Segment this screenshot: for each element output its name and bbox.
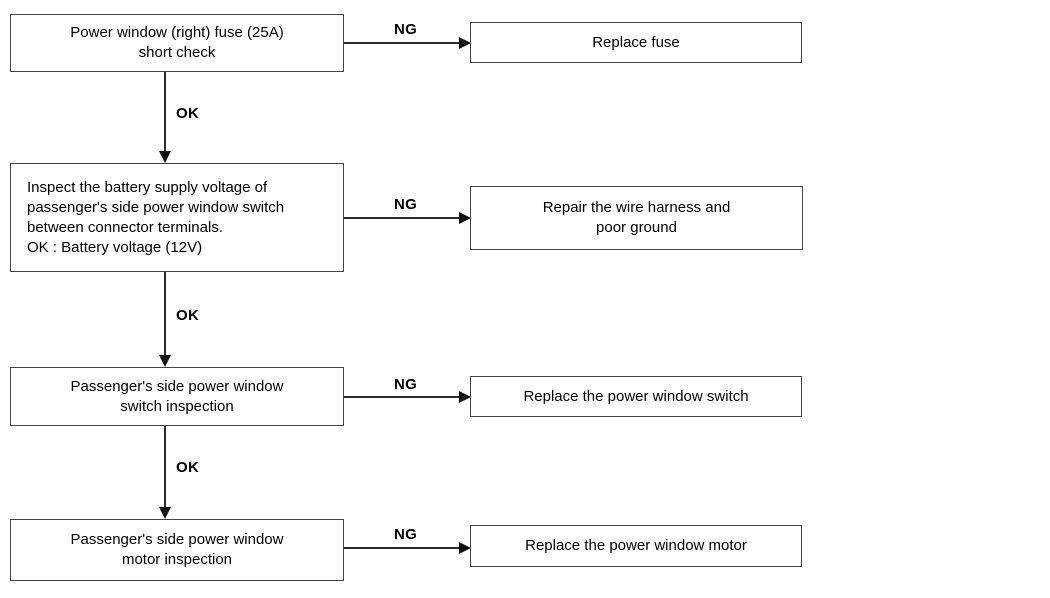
ok-label-2: OK — [176, 307, 200, 324]
ng-connector-line-1 — [344, 42, 459, 44]
ok-connector-line-3 — [164, 426, 166, 508]
arrowhead-right-icon — [459, 37, 471, 49]
action-box-replace-motor: Replace the power window motor — [470, 525, 802, 567]
check-box-switch-inspection: Passenger's side power window switch ins… — [10, 367, 344, 426]
action-box-replace-switch: Replace the power window switch — [470, 376, 802, 417]
action-box-repair-wire-harness: Repair the wire harness and poor ground — [470, 186, 803, 250]
arrowhead-right-icon — [459, 391, 471, 403]
ng-label-2: NG — [394, 196, 418, 213]
ng-label-4: NG — [394, 526, 418, 543]
arrowhead-right-icon — [459, 542, 471, 554]
arrowhead-down-icon — [159, 151, 171, 163]
check-box-fuse-short-check: Power window (right) fuse (25A) short ch… — [10, 14, 344, 72]
ok-label-3: OK — [176, 459, 200, 476]
arrowhead-down-icon — [159, 355, 171, 367]
ok-connector-line-1 — [164, 72, 166, 152]
arrowhead-right-icon — [459, 212, 471, 224]
ng-label-1: NG — [394, 21, 418, 38]
ok-connector-line-2 — [164, 272, 166, 356]
check-box-motor-inspection: Passenger's side power window motor insp… — [10, 519, 344, 581]
ng-connector-line-4 — [344, 547, 459, 549]
ng-connector-line-2 — [344, 217, 459, 219]
check-box-battery-supply-voltage: Inspect the battery supply voltage of pa… — [10, 163, 344, 272]
action-box-replace-fuse: Replace fuse — [470, 22, 802, 63]
arrowhead-down-icon — [159, 507, 171, 519]
ng-connector-line-3 — [344, 396, 459, 398]
ok-label-1: OK — [176, 105, 200, 122]
ng-label-3: NG — [394, 376, 418, 393]
